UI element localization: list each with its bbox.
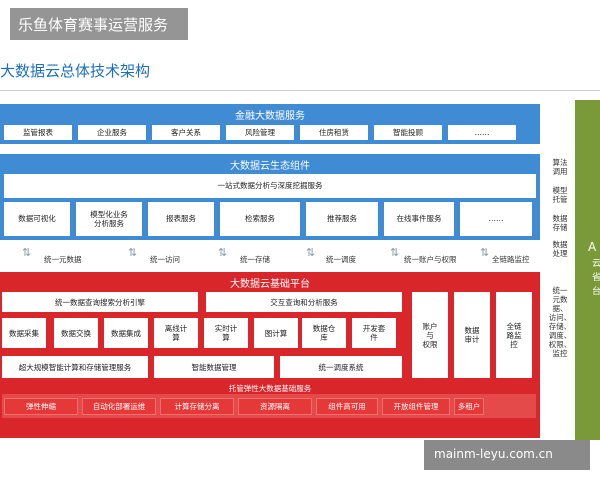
platform-row3-item: 超大规模智能计算和存储管理服务 (2, 356, 148, 378)
green-panel (575, 100, 600, 440)
infra-item: 资源隔离 (238, 398, 312, 415)
platform-row2-item: 离线计 算 (154, 318, 198, 348)
page-title: 大数据云总体技术架构 (0, 62, 151, 80)
side-label: 数据 存储 (552, 214, 568, 232)
finance-item: 客户关系 (152, 125, 220, 140)
bridge-arrow-icon: ⇅ (128, 246, 138, 259)
ecosystem-item: …… (460, 202, 532, 236)
ecosystem-item: 模型化业务 分析服务 (76, 202, 142, 236)
watermark-bottom (424, 440, 590, 470)
bridge-label: 统一访问 (150, 255, 180, 264)
ecosystem-item: 报表服务 (148, 202, 214, 236)
watermark-bottom-text: mainm-leyu.com.cn (434, 447, 553, 461)
platform-row3-item: 智能数据管理 (154, 356, 274, 378)
finance-item: 住房租赁 (300, 125, 368, 140)
green-panel-line3: 台 (592, 287, 600, 297)
ecosystem-item: 推荐服务 (306, 202, 378, 236)
platform-right-block: 全链 路监 控 (496, 292, 532, 378)
bridge-label: 统一元数据 (44, 255, 82, 264)
ecosystem-subheader: 一站式数据分析与深度挖掘服务 (217, 181, 323, 190)
ecosystem-item: 在线事件服务 (384, 202, 454, 236)
side-label: 算法 调用 (552, 158, 568, 176)
finance-item: 智能投顾 (374, 125, 442, 140)
bridge-label: 全链路监控 (492, 255, 530, 264)
platform-row1-right: 交互查询和分析服务 (206, 292, 402, 312)
bridge-arrow-icon: ⇅ (306, 246, 316, 259)
finance-item: 企业服务 (78, 125, 146, 140)
platform-row1-left: 统一数据查询搜索分析引擎 (2, 292, 198, 312)
infra-item: 多租户 (454, 398, 484, 415)
infra-item: 计算存储分离 (160, 398, 234, 415)
platform-row3-item: 统一调度系统 (280, 356, 402, 378)
platform-header: 大数据云基础平台 (230, 278, 310, 290)
green-panel-big: A (588, 240, 597, 254)
platform-row2-item: 实时计 算 (204, 318, 248, 348)
bridge-arrow-icon: ⇅ (22, 246, 32, 259)
platform-row2-item: 数据采集 (2, 318, 46, 348)
watermark-top (10, 8, 188, 40)
side-label: 统一 元数 据、 访问、 存储、 调度、 权限、 监控 (548, 286, 572, 358)
title-underline (0, 90, 600, 91)
infra-item: 自动化部署运维 (82, 398, 156, 415)
bridge-arrow-icon: ⇅ (480, 246, 490, 259)
platform-right-block: 数据 审计 (454, 292, 490, 378)
side-label: 模型 托管 (552, 186, 568, 204)
infra-item: 组件高可用 (316, 398, 378, 415)
platform-row2-item: 数据集成 (104, 318, 148, 348)
bridge-label: 统一调度 (326, 255, 356, 264)
bridge-arrow-icon: ⇅ (218, 246, 228, 259)
platform-row2-item: 数据交换 (54, 318, 98, 348)
finance-item: 风险管理 (226, 125, 294, 140)
watermark-top-text: 乐鱼体育赛事运营服务 (18, 16, 169, 34)
infra-item: 弹性伸缩 (4, 398, 78, 415)
green-panel-line2: 省 (592, 273, 600, 283)
platform-row2-item: 图计算 (254, 318, 298, 348)
platform-row2-item: 开发套 件 (352, 318, 396, 348)
green-panel-line1: 云 (592, 259, 600, 269)
ecosystem-item: 检索服务 (220, 202, 300, 236)
bridge-arrow-icon: ⇅ (390, 246, 400, 259)
finance-header: 金融大数据服务 (235, 110, 305, 122)
side-label: 数据 处理 (552, 240, 568, 258)
infra-item: 开放组件管理 (382, 398, 450, 415)
finance-item: 监管报表 (4, 125, 72, 140)
bridge-label: 统一存储 (240, 255, 270, 264)
ecosystem-header: 大数据云生态组件 (230, 160, 310, 172)
ecosystem-item: 数据可视化 (4, 202, 70, 236)
finance-item: …… (448, 125, 516, 140)
platform-row2-item: 数据仓 库 (302, 318, 346, 348)
infra-header: 托管弹性大数据基础服务 (228, 384, 312, 393)
platform-right-block: 账户 与 权限 (412, 292, 448, 378)
bridge-label: 统一账户与权限 (404, 255, 457, 264)
ecosystem-subheader-box (4, 174, 536, 198)
